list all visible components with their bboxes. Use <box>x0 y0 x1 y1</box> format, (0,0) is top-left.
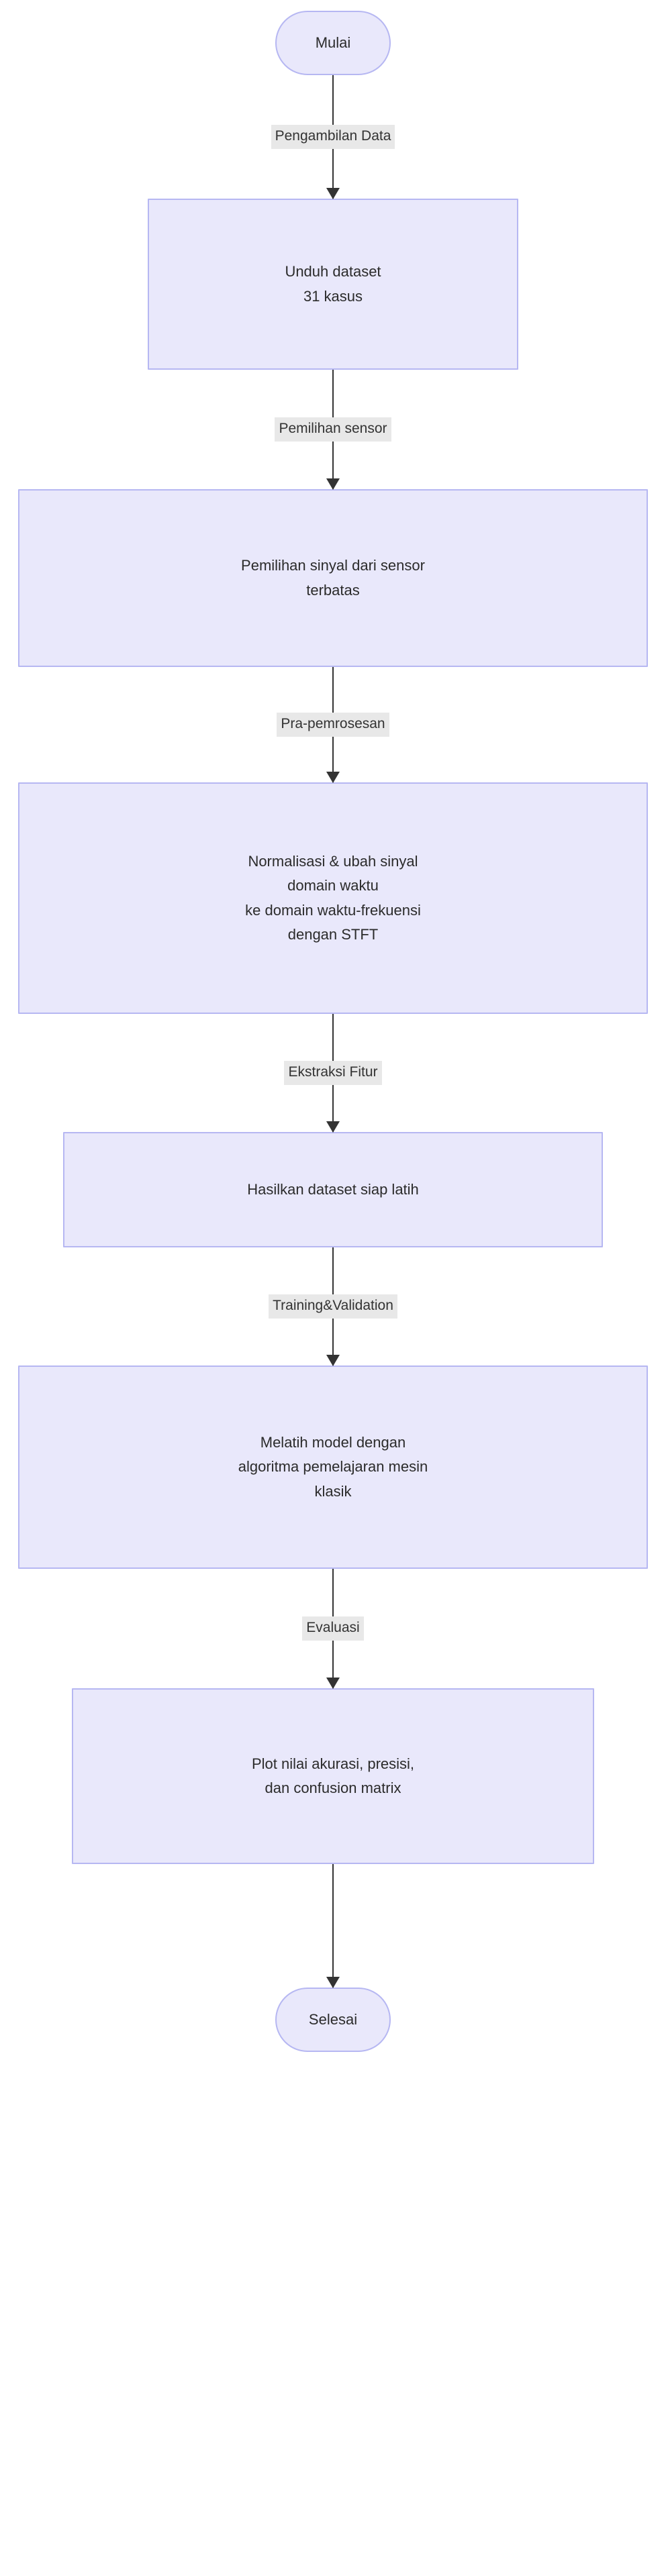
node-mulai-line-0: Mulai <box>315 34 351 51</box>
node-plot-line-0: Plot nilai akurasi, presisi, <box>251 1755 415 1772</box>
arrowhead-icon <box>326 1121 340 1133</box>
arrowhead-icon <box>326 188 340 199</box>
edge-label-evaluasi: Evaluasi <box>302 1616 364 1641</box>
node-unduh-dataset[interactable]: Unduh dataset 31 kasus <box>148 199 518 370</box>
edge-pra-pemrosesan: Pra-pemrosesan <box>0 667 666 783</box>
node-melatih-line-1: algoritma pemelajaran mesin <box>238 1458 428 1476</box>
node-selesai[interactable]: Selesai <box>275 1988 391 2052</box>
edge-label-ekstraksi-fitur: Ekstraksi Fitur <box>284 1061 382 1085</box>
node-plot-line-1: dan confusion matrix <box>265 1780 401 1796</box>
edge-pemilihan-sensor: Pemilihan sensor <box>0 370 666 490</box>
node-hasilkan-line-0: Hasilkan dataset siap latih <box>247 1180 419 1198</box>
edge-training-validation: Training&Validation <box>0 1247 666 1366</box>
bottom-spacer <box>333 2052 334 2079</box>
node-normalisasi-line-2: ke domain waktu-frekuensi <box>245 901 421 919</box>
node-melatih-model[interactable]: Melatih model dengan algoritma pemelajar… <box>18 1366 648 1569</box>
node-normalisasi-line-3: dengan STFT <box>287 925 379 943</box>
arrowhead-icon <box>326 1355 340 1366</box>
edge-label-pra-pemrosesan: Pra-pemrosesan <box>277 713 389 737</box>
edge-line <box>332 1864 334 1988</box>
edge-label-pengambilan-data: Pengambilan Data <box>271 125 395 149</box>
arrowhead-icon <box>326 1977 340 1988</box>
edge-label-pemilihan-sensor: Pemilihan sensor <box>275 417 391 442</box>
node-normalisasi-line-0: Normalisasi & ubah sinyal <box>248 852 418 870</box>
node-mulai[interactable]: Mulai <box>275 11 391 75</box>
node-hasilkan-dataset[interactable]: Hasilkan dataset siap latih <box>63 1132 603 1247</box>
node-normalisasi-line-1: domain waktu <box>287 877 379 894</box>
node-melatih-line-0: Melatih model dengan <box>260 1434 406 1451</box>
top-spacer <box>333 0 334 11</box>
arrowhead-icon <box>326 1678 340 1689</box>
node-melatih-line-2: klasik <box>314 1482 352 1500</box>
edge-pengambilan-data: Pengambilan Data <box>0 75 666 199</box>
node-pemilihan-sinyal[interactable]: Pemilihan sinyal dari sensor terbatas <box>18 489 648 667</box>
edge-label-training-validation: Training&Validation <box>269 1294 397 1319</box>
arrowhead-icon <box>326 478 340 490</box>
edge-ekstraksi-fitur: Ekstraksi Fitur <box>0 1014 666 1133</box>
arrowhead-icon <box>326 772 340 783</box>
node-plot-metrik[interactable]: Plot nilai akurasi, presisi, dan confusi… <box>72 1688 594 1864</box>
edge-evaluasi: Evaluasi <box>0 1569 666 1689</box>
node-selesai-line-0: Selesai <box>308 2010 358 2028</box>
node-unduh-line-0: Unduh dataset <box>285 263 381 280</box>
node-normalisasi-stft[interactable]: Normalisasi & ubah sinyal domain waktu k… <box>18 782 648 1014</box>
node-pemilihan-line-0: Pemilihan sinyal dari sensor <box>241 557 425 574</box>
edge-plot-to-selesai <box>0 1864 666 1988</box>
flowchart-column: Mulai Pengambilan Data Unduh dataset 31 … <box>0 0 666 2079</box>
node-unduh-line-1: 31 kasus <box>303 287 363 305</box>
node-pemilihan-line-1: terbatas <box>306 581 360 599</box>
